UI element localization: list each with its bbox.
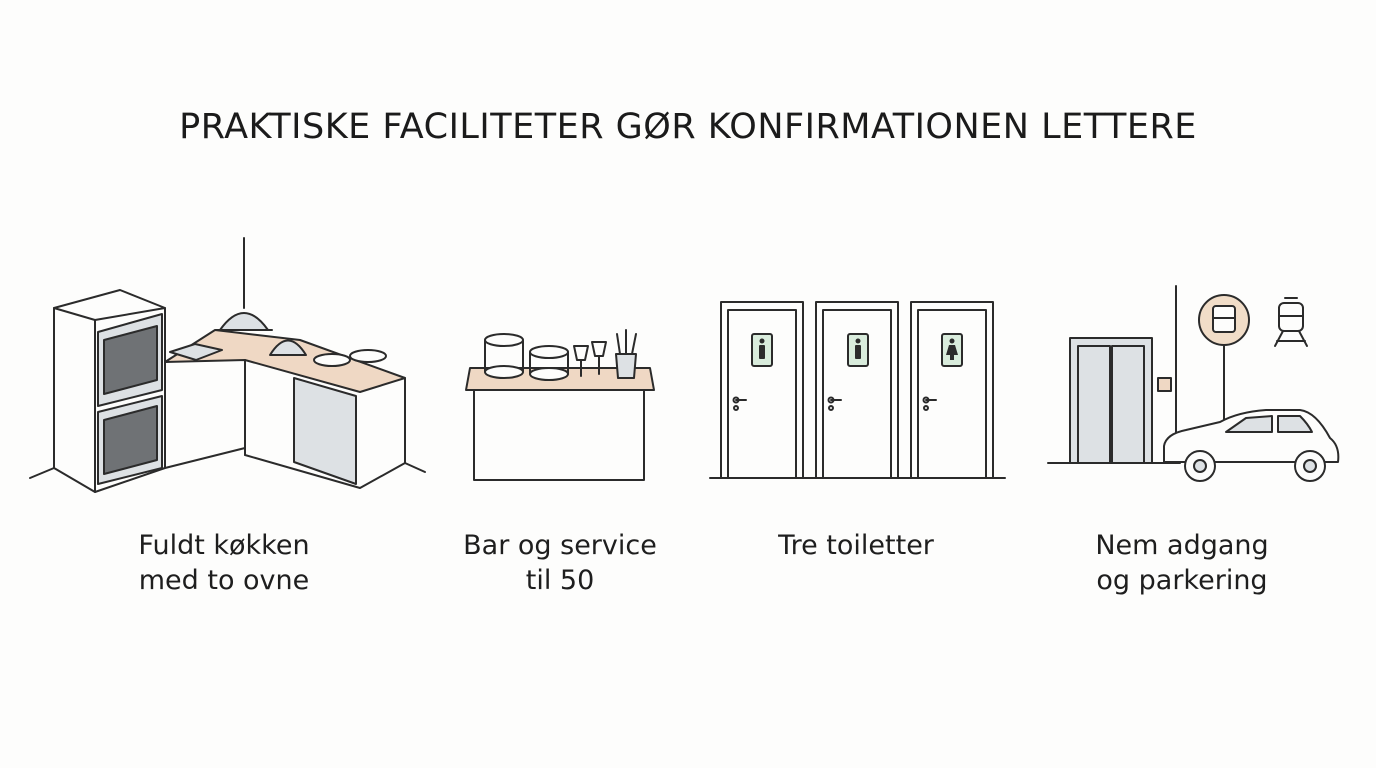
caption-access: Nem adgang og parkering	[1042, 528, 1322, 598]
kitchen-icon	[29, 237, 426, 493]
caption-line: Fuldt køkken	[138, 530, 310, 561]
caption-line: Bar og service	[463, 530, 657, 561]
caption-line: Nem adgang	[1095, 530, 1269, 561]
caption-line: med to ovne	[138, 565, 310, 596]
bar-counter-icon	[465, 329, 655, 481]
page-title: PRAKTISKE FACILITETER GØR KONFIRMATIONEN…	[179, 107, 1197, 148]
toilet-doors-icon	[709, 301, 1006, 479]
caption-line: til 50	[525, 565, 595, 596]
caption-toilets: Tre toiletter	[716, 528, 996, 563]
caption-line: Tre toiletter	[778, 530, 934, 561]
access-parking-icon	[1047, 285, 1340, 482]
caption-bar: Bar og service til 50	[420, 528, 700, 598]
caption-line: og parkering	[1096, 565, 1268, 596]
caption-kitchen: Fuldt køkken med to ovne	[84, 528, 364, 598]
